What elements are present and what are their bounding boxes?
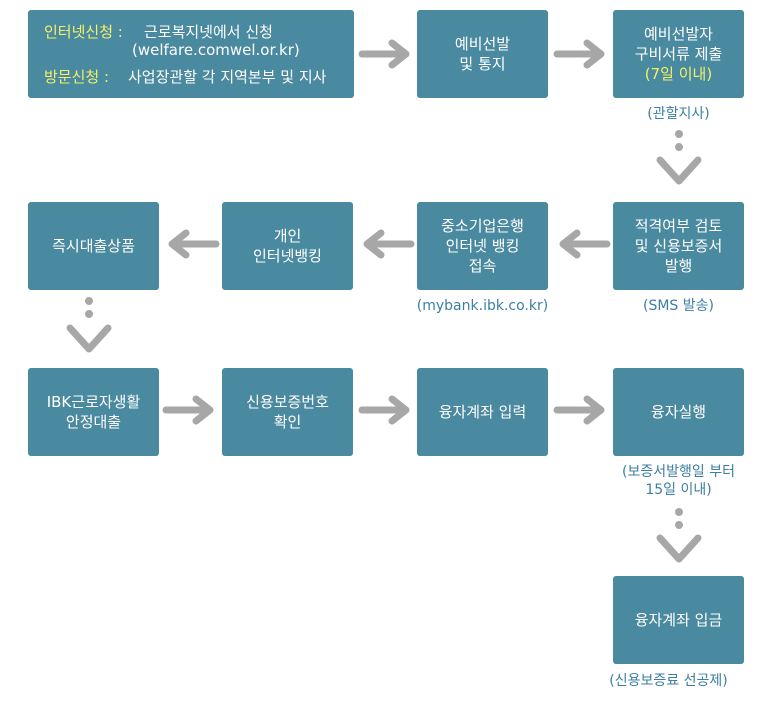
step-loan-account-input-line1: 융자계좌 입력 [438,403,527,421]
step-guarantee-number-line2: 확인 [273,413,302,431]
arrow-right-4 [358,395,410,425]
step-ibk-internet-banking-line3: 접속 [468,257,497,275]
step-ibk-living-loan-line2: 안정대출 [65,413,122,431]
note-branch-office: (관할지사) [647,106,710,122]
step-personal-banking-line2: 인터넷뱅킹 [252,247,322,265]
step-eligibility-review-line1: 적격여부 검토 [634,217,723,235]
visit-apply-text: 사업장관할 각 지역본부 및 지사 [128,68,327,86]
step-ibk-living-loan: IBK근로자생활 안정대출 [28,368,159,456]
step-personal-banking-line1: 개인 [273,227,302,245]
step-submit-documents-deadline: (7일 이내) [644,65,713,83]
step-personal-banking: 개인 인터넷뱅킹 [222,202,353,290]
arrow-left-1 [559,229,611,259]
step-loan-execution: 융자실행 [613,368,744,456]
arrow-down-2 [66,324,112,353]
online-apply-label: 인터넷신청 : [44,23,123,41]
step-preselection-notice-line1: 예비선발 [454,35,511,53]
step-ibk-internet-banking-line2: 인터넷 뱅킹 [445,237,520,255]
note-execution-deadline-1: (보증서발행일 부터 [622,464,735,480]
step-ibk-internet-banking: 중소기업은행 인터넷 뱅킹 접속 [417,202,548,290]
step-submit-documents: 예비선발자 구비서류 제출 (7일 이내) [613,10,744,98]
step-eligibility-review-line2: 및 신용보증서 [634,237,723,255]
application-method-box: 인터넷신청 : 근로복지넷에서 신청 (welfare.comwel.or.kr… [28,10,354,98]
step-loan-deposit: 융자계좌 입금 [613,576,744,664]
step-submit-documents-line2: 구비서류 제출 [634,45,723,63]
note-mybank-url: (mybank.ibk.co.kr) [416,298,549,314]
step-loan-deposit-line1: 융자계좌 입금 [634,611,723,629]
note-sms: (SMS 발송) [643,298,714,314]
step-eligibility-review: 적격여부 검토 및 신용보증서 발행 [613,202,744,290]
step-eligibility-review-line3: 발행 [664,257,693,275]
arrow-down-3 [656,534,702,563]
note-execution-deadline-2: 15일 이내) [645,482,712,498]
arrow-right-3 [162,395,214,425]
step-guarantee-number: 신용보증번호 확인 [222,368,353,456]
step-loan-account-input: 융자계좌 입력 [417,368,548,456]
arrow-right-2 [553,39,605,69]
step-ibk-internet-banking-line1: 중소기업은행 [441,217,524,235]
step-instant-loan-line1: 즉시대출상품 [52,237,135,255]
arrow-right-1 [358,39,410,69]
online-apply-url: (welfare.comwel.or.kr) [132,41,300,59]
note-guarantee-fee: (신용보증료 선공제) [609,673,728,689]
step-preselection-notice: 예비선발 및 통지 [417,10,548,98]
step-instant-loan: 즉시대출상품 [28,202,159,290]
arrow-right-5 [553,395,605,425]
step-guarantee-number-line1: 신용보증번호 [246,393,329,411]
arrow-left-2 [363,229,415,259]
step-ibk-living-loan-line1: IBK근로자생활 [46,393,141,411]
step-submit-documents-line1: 예비선발자 [643,25,713,43]
step-preselection-notice-line2: 및 통지 [459,55,506,73]
visit-apply-label: 방문신청 : [44,68,110,86]
arrow-down-1 [656,156,702,185]
online-apply-text: 근로복지넷에서 신청 [144,23,273,41]
arrow-left-3 [168,229,220,259]
step-loan-execution-line1: 융자실행 [650,403,707,421]
